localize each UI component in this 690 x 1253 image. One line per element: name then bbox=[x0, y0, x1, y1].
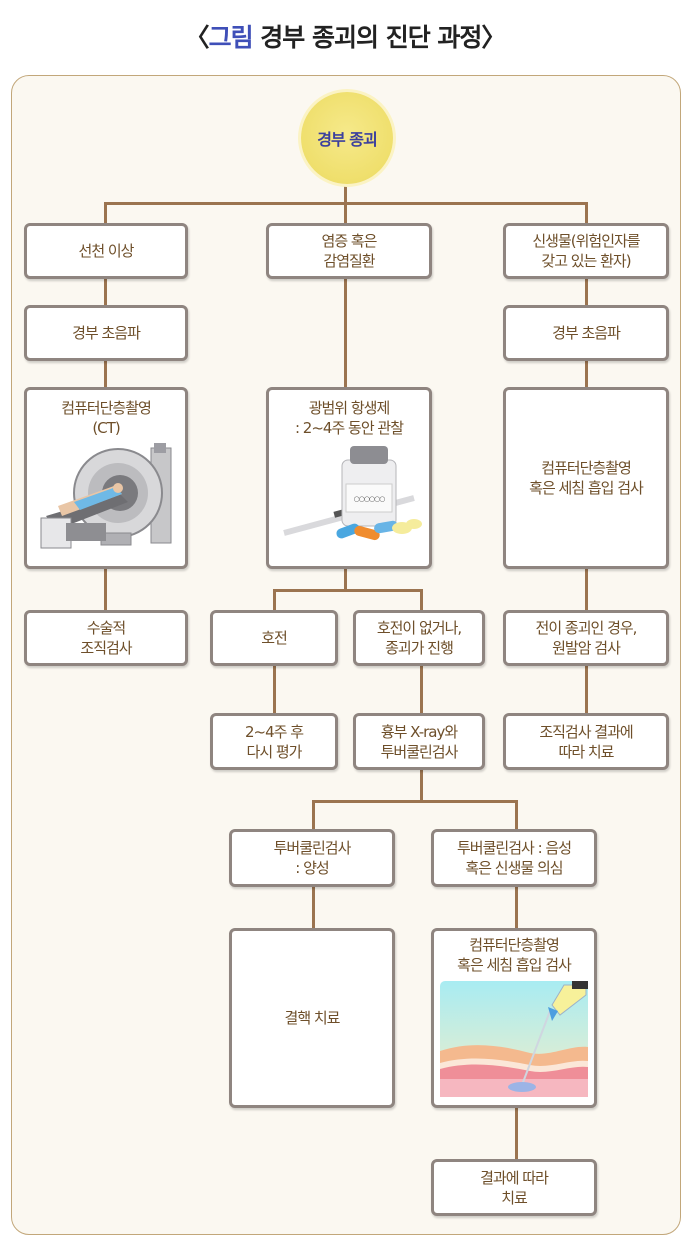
node-improved: 호전 bbox=[210, 610, 338, 666]
antibiotics-illustration: ○○○○○○ bbox=[283, 446, 422, 541]
node-label: 결과에 따라 bbox=[480, 1168, 549, 1187]
node-ct-or-fna: 컴퓨터단층촬영 혹은 세침 흡입 검사 bbox=[431, 928, 597, 1108]
connector bbox=[104, 568, 107, 610]
node-tuberculin-positive: 투버쿨린검사 : 양성 bbox=[229, 829, 395, 887]
node-label: 컴퓨터단층촬영 bbox=[61, 399, 152, 417]
node-label: 전이 종괴인 경우, bbox=[535, 619, 638, 637]
node-label: 2~4주 후 bbox=[244, 722, 304, 741]
node-inflammation-infection: 염증 혹은 감염질환 bbox=[266, 223, 432, 279]
title-accent: 그림 bbox=[208, 23, 254, 52]
node-left-neck-ultrasound: 경부 초음파 bbox=[24, 305, 188, 361]
node-right-neck-ultrasound: 경부 초음파 bbox=[503, 305, 669, 361]
node-label: 투버쿨린검사 : 음성 bbox=[457, 839, 572, 857]
node-label: 원발암 검사 bbox=[552, 639, 621, 657]
node-right-ct-or-fna: 컴퓨터단층촬영 혹은 세침 흡입 검사 bbox=[503, 387, 669, 569]
title-bracket-open: 〈 bbox=[184, 23, 210, 52]
connector bbox=[344, 278, 347, 388]
node-label: 혹은 세침 흡입 검사 bbox=[457, 956, 572, 974]
node-treat-by-result: 결과에 따라 치료 bbox=[431, 1159, 597, 1216]
node-label: 조직검사 결과에 bbox=[539, 722, 633, 741]
node-reevaluate-2-4-weeks: 2~4주 후 다시 평가 bbox=[210, 713, 338, 770]
node-congenital-anomaly: 선천 이상 bbox=[24, 223, 188, 279]
connector bbox=[104, 202, 107, 224]
node-label: : 2~4주 동안 관찰 bbox=[294, 419, 404, 437]
connector bbox=[585, 360, 588, 388]
connector bbox=[515, 800, 518, 830]
connector bbox=[344, 184, 347, 204]
node-label: 염증 혹은 bbox=[321, 232, 378, 250]
connector bbox=[515, 886, 518, 930]
node-broad-spectrum-antibiotics: 광범위 항생제 : 2~4주 동안 관찰 ○○○○○○ bbox=[266, 387, 432, 569]
needle-aspiration-illustration bbox=[440, 981, 588, 1097]
node-label: 따라 치료 bbox=[558, 742, 615, 761]
figure-title: 〈그림 경부 종괴의 진단 과정〉 bbox=[0, 18, 690, 54]
connector bbox=[344, 568, 347, 590]
node-label: 흉부 X-ray와 bbox=[380, 722, 458, 741]
node-treat-by-biopsy: 조직검사 결과에 따라 치료 bbox=[503, 713, 669, 770]
connector bbox=[585, 202, 588, 224]
node-label: 혹은 신생물 의심 bbox=[465, 859, 563, 877]
title-bracket-close: 〉 bbox=[481, 23, 506, 52]
connector bbox=[104, 278, 107, 306]
node-label: 경부 초음파 bbox=[72, 324, 141, 342]
node-surgical-biopsy: 수술적 조직검사 bbox=[24, 610, 188, 666]
svg-text:○○○○○○: ○○○○○○ bbox=[354, 495, 386, 503]
connector bbox=[585, 278, 588, 306]
node-label: 컴퓨터단층촬영 bbox=[469, 936, 560, 954]
node-label: 호전이 없거나, bbox=[376, 619, 462, 637]
connector bbox=[515, 1108, 518, 1160]
node-tuberculin-negative: 투버쿨린검사 : 음성 혹은 신생물 의심 bbox=[431, 829, 597, 887]
node-neoplasm-risk: 신생물(위험인자를 갖고 있는 환자) bbox=[503, 223, 669, 279]
connector bbox=[585, 568, 588, 610]
connector bbox=[420, 769, 423, 801]
node-label: 종괴가 진행 bbox=[385, 639, 454, 657]
connector bbox=[273, 665, 276, 713]
connector bbox=[312, 800, 518, 803]
node-label: 갖고 있는 환자) bbox=[541, 252, 631, 270]
node-label: 광범위 항생제 bbox=[308, 399, 391, 417]
node-tb-treatment: 결핵 치료 bbox=[229, 928, 395, 1108]
node-chest-xray-tuberculin: 흉부 X-ray와 투버쿨린검사 bbox=[353, 713, 485, 770]
connector bbox=[312, 886, 315, 930]
node-label: 경부 초음파 bbox=[552, 324, 621, 342]
node-ct: 컴퓨터단층촬영 (CT) bbox=[24, 387, 188, 569]
connector bbox=[344, 202, 347, 224]
node-label: 혹은 세침 흡입 검사 bbox=[529, 479, 644, 497]
node-label: 수술적 bbox=[86, 619, 126, 637]
connector bbox=[104, 360, 107, 388]
node-label: 투버쿨린검사 bbox=[380, 742, 459, 761]
node-label: 치료 bbox=[501, 1188, 528, 1207]
node-label: (CT) bbox=[92, 419, 120, 437]
node-label: 다시 평가 bbox=[246, 742, 303, 761]
node-label: 감염질환 bbox=[323, 252, 375, 270]
connector bbox=[273, 589, 423, 592]
node-label: 신생물(위험인자를 bbox=[532, 232, 640, 250]
node-metastasis-primary-search: 전이 종괴인 경우, 원발암 검사 bbox=[503, 610, 669, 666]
node-label: : 양성 bbox=[295, 859, 329, 877]
root-node-neck-mass: 경부 종괴 bbox=[301, 92, 393, 184]
node-label: 투버쿨린검사 bbox=[273, 839, 352, 857]
node-label: 조직검사 bbox=[80, 639, 132, 657]
connector bbox=[420, 665, 423, 713]
node-label: 컴퓨터단층촬영 bbox=[541, 459, 632, 477]
connector bbox=[585, 665, 588, 713]
connector bbox=[420, 589, 423, 611]
node-label: 호전 bbox=[261, 629, 288, 647]
node-label: 선천 이상 bbox=[78, 242, 135, 260]
root-label: 경부 종괴 bbox=[317, 130, 377, 149]
ct-scanner-illustration bbox=[40, 443, 172, 549]
title-text: 경부 종괴의 진단 과정 bbox=[252, 23, 482, 52]
node-label: 결핵 치료 bbox=[284, 1009, 341, 1027]
node-no-improvement-progression: 호전이 없거나, 종괴가 진행 bbox=[353, 610, 485, 666]
connector bbox=[312, 800, 315, 830]
connector bbox=[273, 589, 276, 611]
